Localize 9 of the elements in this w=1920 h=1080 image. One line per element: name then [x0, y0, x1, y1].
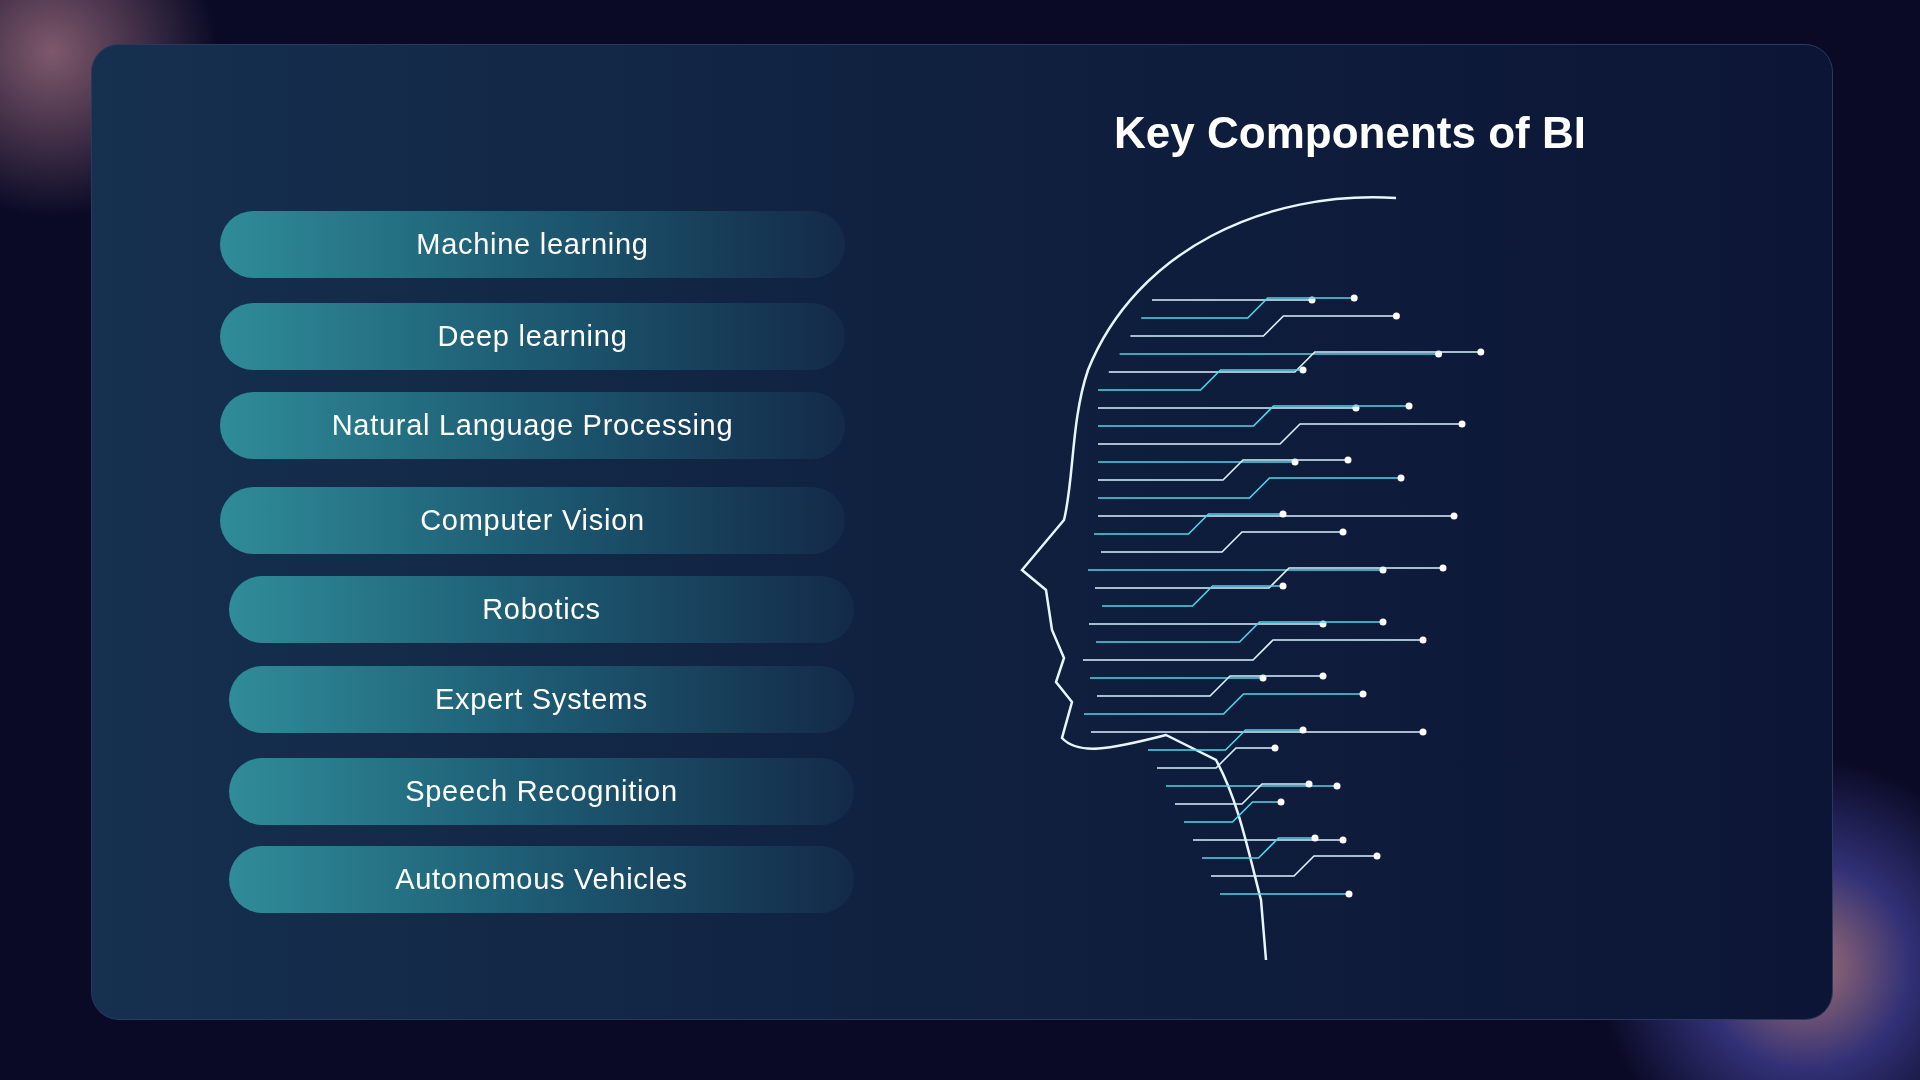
component-label: Robotics [482, 591, 601, 627]
component-label: Deep learning [437, 318, 628, 354]
component-label: Expert Systems [434, 681, 649, 717]
component-label: Machine learning [416, 226, 649, 262]
title: Key Components of BI [1113, 107, 1587, 159]
component-label: Natural Language Processing [331, 407, 734, 443]
component-label: Computer Vision [420, 502, 645, 538]
component-label: Speech Recognition [405, 773, 678, 809]
component-label: Autonomous Vehicles [395, 861, 688, 897]
